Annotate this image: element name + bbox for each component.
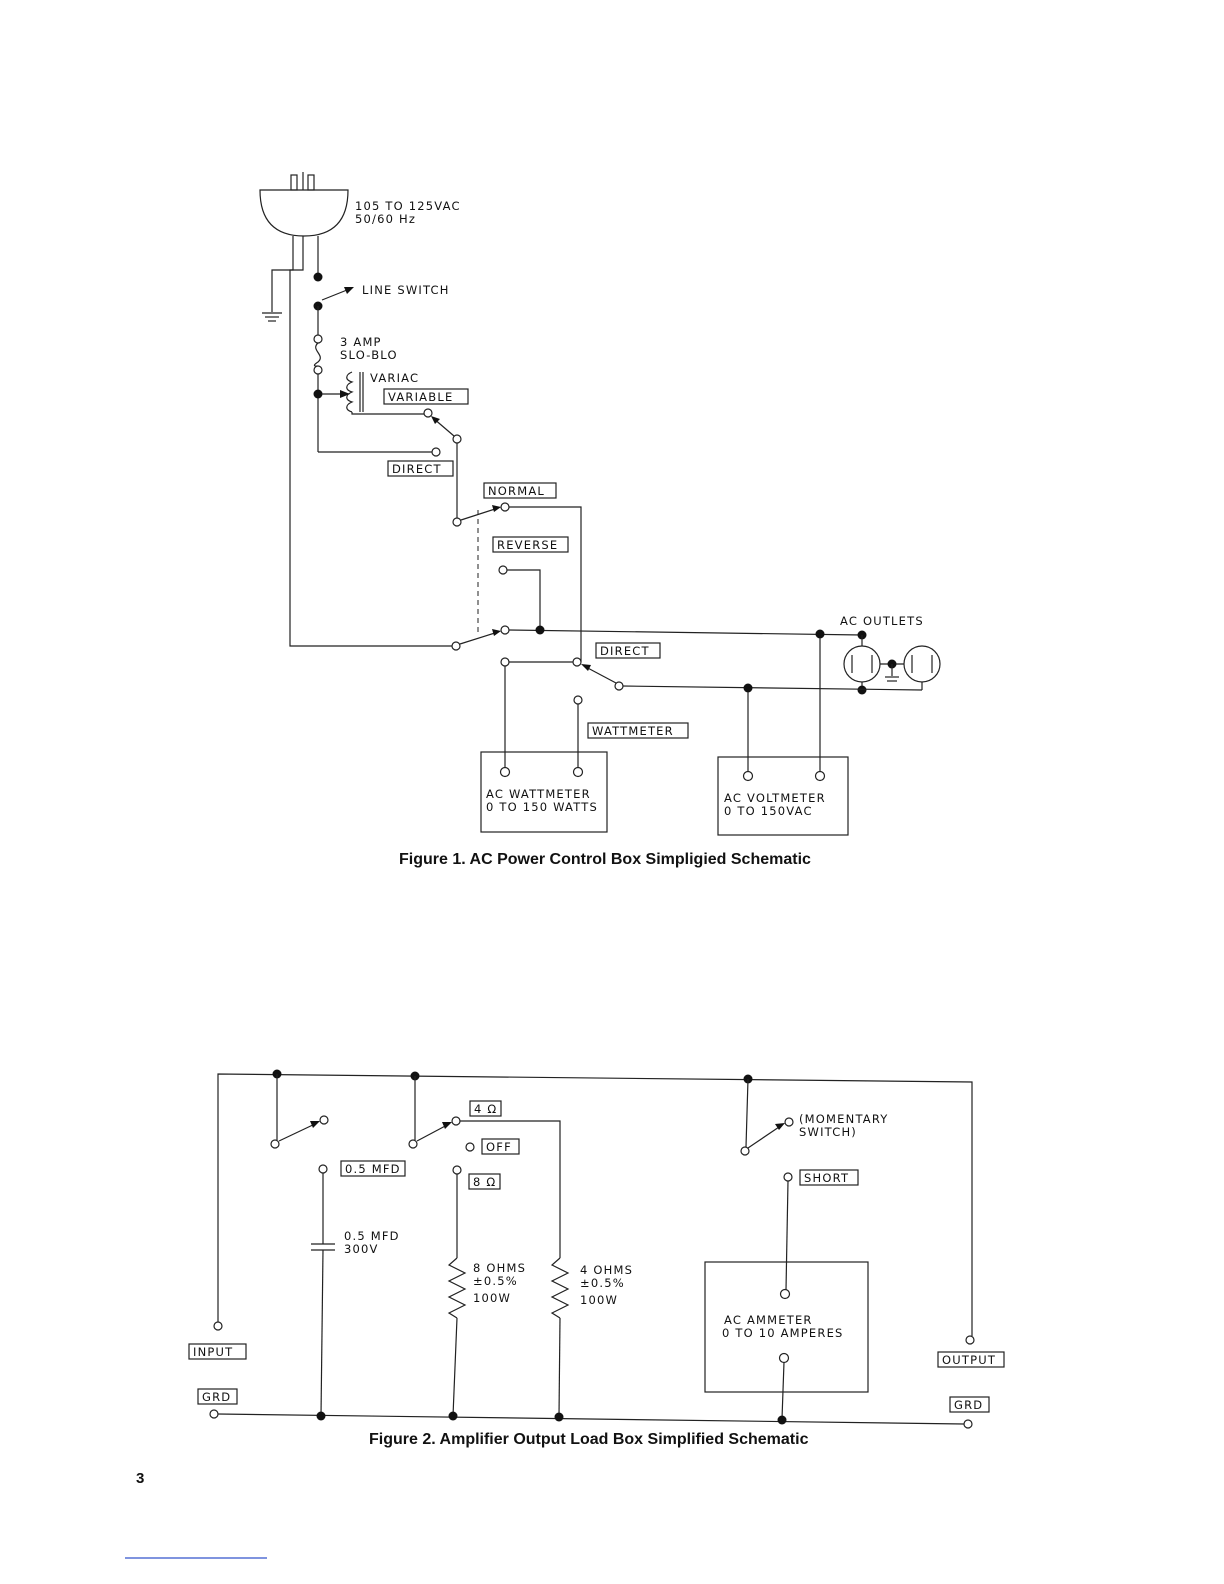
ground-left-label: GRD bbox=[202, 1390, 231, 1404]
four-ohm-resistor-symbol bbox=[550, 1257, 570, 1319]
input-terminal-label: INPUT bbox=[193, 1345, 233, 1359]
normal-reverse-upper-arrow bbox=[460, 505, 501, 521]
four-ohm-power-label: 100W bbox=[580, 1293, 618, 1307]
normal-reverse-lower-arrow bbox=[459, 629, 501, 645]
four-ohm-position-label: 4 Ω bbox=[474, 1102, 497, 1116]
four-ohm-resistance-label: 4 OHMS bbox=[580, 1263, 633, 1277]
variable-position-label: VARIABLE bbox=[388, 390, 453, 404]
supply-frequency-label: 50/60 Hz bbox=[355, 212, 416, 226]
page-number: 3 bbox=[136, 1470, 144, 1487]
wattmeter-bypass-arrow bbox=[581, 664, 617, 684]
ac-outlets-label: AC OUTLETS bbox=[840, 614, 924, 628]
figure-2-load-box-schematic: 0.5 MFD 0.5 MFD 300V 4 Ω OFF 8 Ω 8 OHMS … bbox=[188, 1069, 1005, 1448]
supply-voltage-label: 105 TO 125VAC bbox=[355, 199, 461, 213]
ac-ammeter-range-label: 0 TO 10 AMPERES bbox=[722, 1326, 844, 1340]
capacitor-switch-label: 0.5 MFD bbox=[345, 1162, 401, 1176]
ac-wattmeter-box bbox=[480, 751, 608, 833]
ac-voltmeter-label: AC VOLTMETER bbox=[724, 791, 826, 805]
line-switch-label: LINE SWITCH bbox=[362, 283, 450, 297]
eight-ohm-position-label: 8 Ω bbox=[473, 1175, 496, 1189]
variable-direct-selector-arrow bbox=[431, 416, 455, 437]
direct-position-label-2: DIRECT bbox=[600, 644, 650, 658]
ac-wattmeter-label: AC WATTMETER bbox=[486, 787, 591, 801]
eight-ohm-power-label: 100W bbox=[473, 1291, 511, 1305]
line-switch-arrow bbox=[321, 287, 354, 301]
eight-ohm-resistance-label: 8 OHMS bbox=[473, 1261, 526, 1275]
ac-voltmeter-range-label: 0 TO 150VAC bbox=[724, 804, 813, 818]
ac-wattmeter-range-label: 0 TO 150 WATTS bbox=[486, 800, 598, 814]
variac-transformer-symbol bbox=[322, 371, 424, 415]
eight-ohm-resistor-symbol bbox=[447, 1257, 467, 1319]
figure-1-caption: Figure 1. AC Power Control Box Simpligie… bbox=[399, 851, 811, 868]
capacitor-switch-arrow bbox=[278, 1121, 320, 1142]
momentary-switch-arrow bbox=[747, 1123, 785, 1149]
off-position-label: OFF bbox=[486, 1140, 512, 1154]
plug-ground-wire bbox=[271, 236, 294, 312]
wattmeter-position-label: WATTMETER bbox=[592, 724, 674, 738]
reverse-position-label: REVERSE bbox=[497, 538, 558, 552]
fuse-rating-label: 3 AMP bbox=[340, 335, 382, 349]
ac-voltmeter-box bbox=[717, 756, 849, 836]
figure-1-ac-power-control-schematic: 105 TO 125VAC 50/60 Hz LINE SWITCH 3 AMP… bbox=[259, 172, 941, 868]
ac-ammeter-box bbox=[704, 1261, 869, 1393]
momentary-switch-label: (MOMENTARY bbox=[799, 1112, 889, 1126]
capacitor-value-label: 0.5 MFD bbox=[344, 1229, 400, 1243]
output-terminal-label: OUTPUT bbox=[942, 1353, 996, 1367]
variac-label: VARIAC bbox=[370, 371, 419, 385]
power-plug-symbol bbox=[259, 172, 349, 237]
momentary-switch-label-2: SWITCH) bbox=[799, 1125, 857, 1139]
normal-position-label: NORMAL bbox=[488, 484, 545, 498]
ac-ammeter-label: AC AMMETER bbox=[724, 1313, 813, 1327]
direct-position-label-1: DIRECT bbox=[392, 462, 442, 476]
figure-2-caption: Figure 2. Amplifier Output Load Box Simp… bbox=[369, 1431, 809, 1448]
neutral-wire bbox=[289, 236, 452, 647]
short-position-label: SHORT bbox=[804, 1171, 849, 1185]
ac-outlet-pair-symbol bbox=[843, 635, 941, 690]
ground-right-label: GRD bbox=[954, 1398, 983, 1412]
capacitor-voltage-label: 300V bbox=[344, 1242, 379, 1256]
eight-ohm-tolerance-label: ±0.5% bbox=[473, 1274, 518, 1288]
load-selector-switch-arrow bbox=[416, 1122, 452, 1142]
four-ohm-tolerance-label: ±0.5% bbox=[580, 1276, 625, 1290]
fuse-type-label: SLO-BLO bbox=[340, 348, 398, 362]
fuse-symbol bbox=[313, 342, 321, 367]
capacitor-symbol bbox=[311, 1243, 335, 1251]
earth-ground-symbol bbox=[262, 312, 282, 322]
